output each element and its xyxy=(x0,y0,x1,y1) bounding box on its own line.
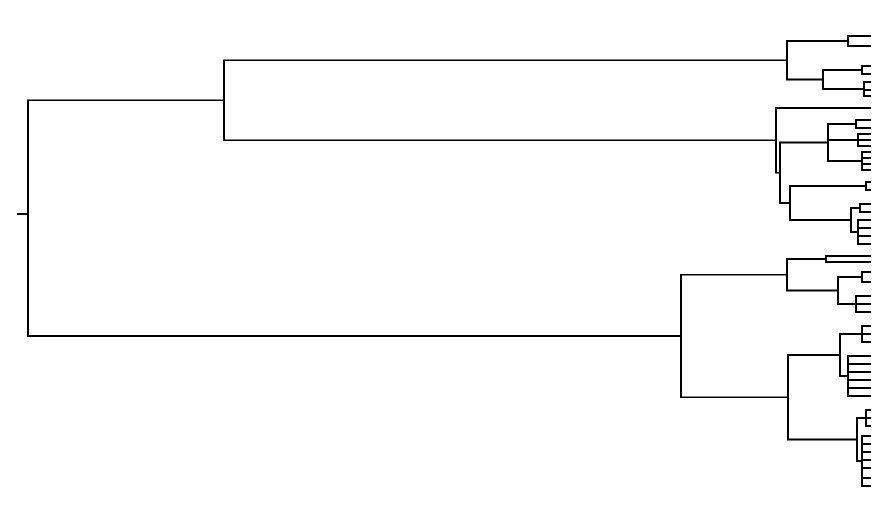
tree-branches xyxy=(17,35,871,487)
